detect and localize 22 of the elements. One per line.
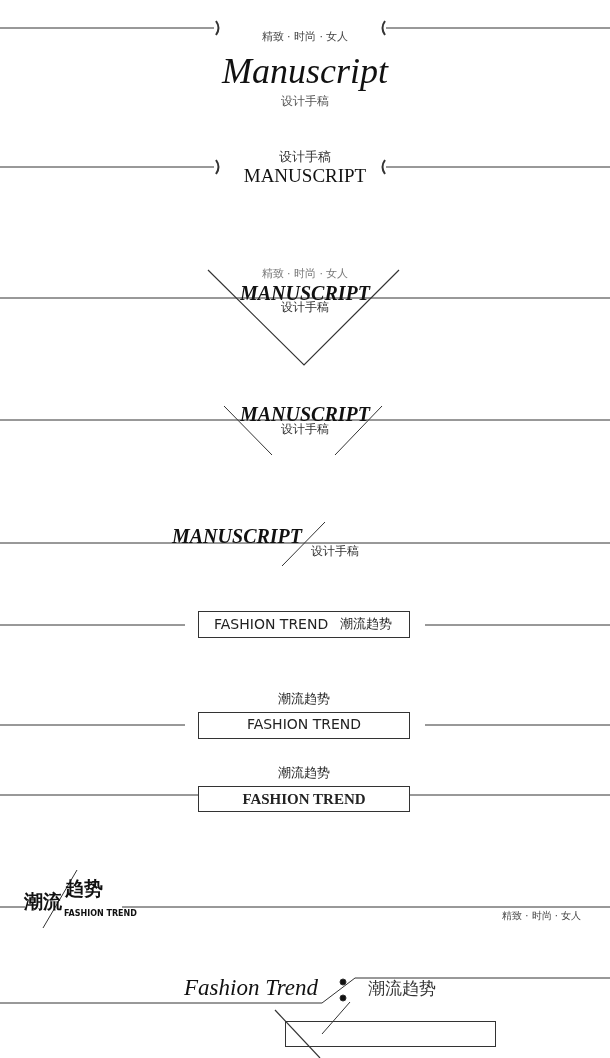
script-title: Fashion Trend xyxy=(184,975,318,1001)
subtitle-text: 设计手稿 xyxy=(279,150,331,165)
title-text: MANUSCRIPT xyxy=(243,166,367,187)
slogan-text: 精致 · 时尚 · 女人 xyxy=(261,268,349,281)
title-text: FASHION TREND xyxy=(242,791,366,808)
subtitle-text: 设计手稿 xyxy=(281,301,329,315)
subtitle-text: 设计手稿 xyxy=(281,95,329,109)
title-text: 潮流 xyxy=(24,892,62,913)
subtitle-text: 设计手稿 xyxy=(311,545,359,559)
slogan-text: 精致 · 时尚 · 女人 xyxy=(502,910,582,921)
title-text: MANUSCRIPT xyxy=(172,525,303,547)
subtitle-text: 潮流趋势 xyxy=(340,617,392,632)
title-text: 趋势 xyxy=(65,879,103,900)
subtitle-text: 设计手稿 xyxy=(281,423,329,437)
slogan-text: 精致 · 时尚 · 女人 xyxy=(261,31,349,44)
subtitle-text: 潮流趋势 xyxy=(368,979,436,998)
title-text: FASHION TREND xyxy=(246,717,362,733)
heading-text: 潮流趋势 xyxy=(278,766,330,781)
script-title: Manuscript xyxy=(222,52,388,92)
subtitle-text: FASHION TREND xyxy=(64,910,137,919)
title-text: FASHION TREND xyxy=(214,617,329,633)
heading-text: 潮流趋势 xyxy=(278,692,330,707)
